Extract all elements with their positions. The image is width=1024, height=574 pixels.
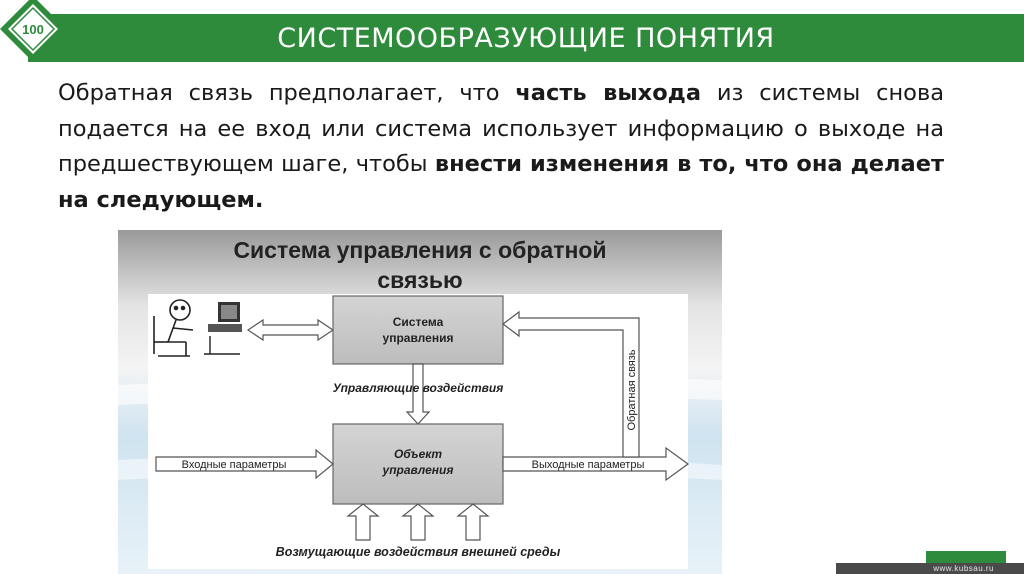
control-object-label-2: управления: [382, 463, 454, 477]
control-system-label-1: Система: [393, 315, 444, 329]
output-label: Выходные параметры: [532, 459, 645, 471]
footer-url[interactable]: www.kubsau.ru: [836, 563, 1024, 574]
page-title: СИСТЕМООБРАЗУЮЩИЕ ПОНЯТИЯ: [277, 23, 774, 54]
control-actions-label: Управляющие воздействия: [333, 381, 504, 395]
control-system-box: [333, 296, 503, 364]
footer-accent-bar: [926, 551, 1006, 563]
body-paragraph: Обратная связь предполагает, что часть в…: [58, 76, 944, 218]
diagram-title-line-2: связью: [377, 267, 462, 293]
title-bar: СИСТЕМООБРАЗУЮЩИЕ ПОНЯТИЯ: [28, 14, 1024, 62]
feedback-label: Обратная связь: [626, 349, 638, 430]
university-logo: 100: [0, 0, 68, 64]
disturbances-label: Возмущающие воздействия внешней среды: [276, 545, 561, 559]
diagram-title-line-1: Система управления с обратной: [233, 237, 606, 263]
feedback-diagram: Система управления с обратной связью Сис…: [118, 230, 722, 574]
control-system-label-2: управления: [383, 331, 454, 345]
logo-text: 100: [22, 22, 44, 37]
control-object-label-1: Объект: [394, 447, 442, 461]
paragraph-bold-1: часть выхода: [515, 80, 701, 106]
input-label: Входные параметры: [182, 459, 287, 471]
paragraph-part-1: Обратная связь предполагает, что: [58, 80, 515, 106]
